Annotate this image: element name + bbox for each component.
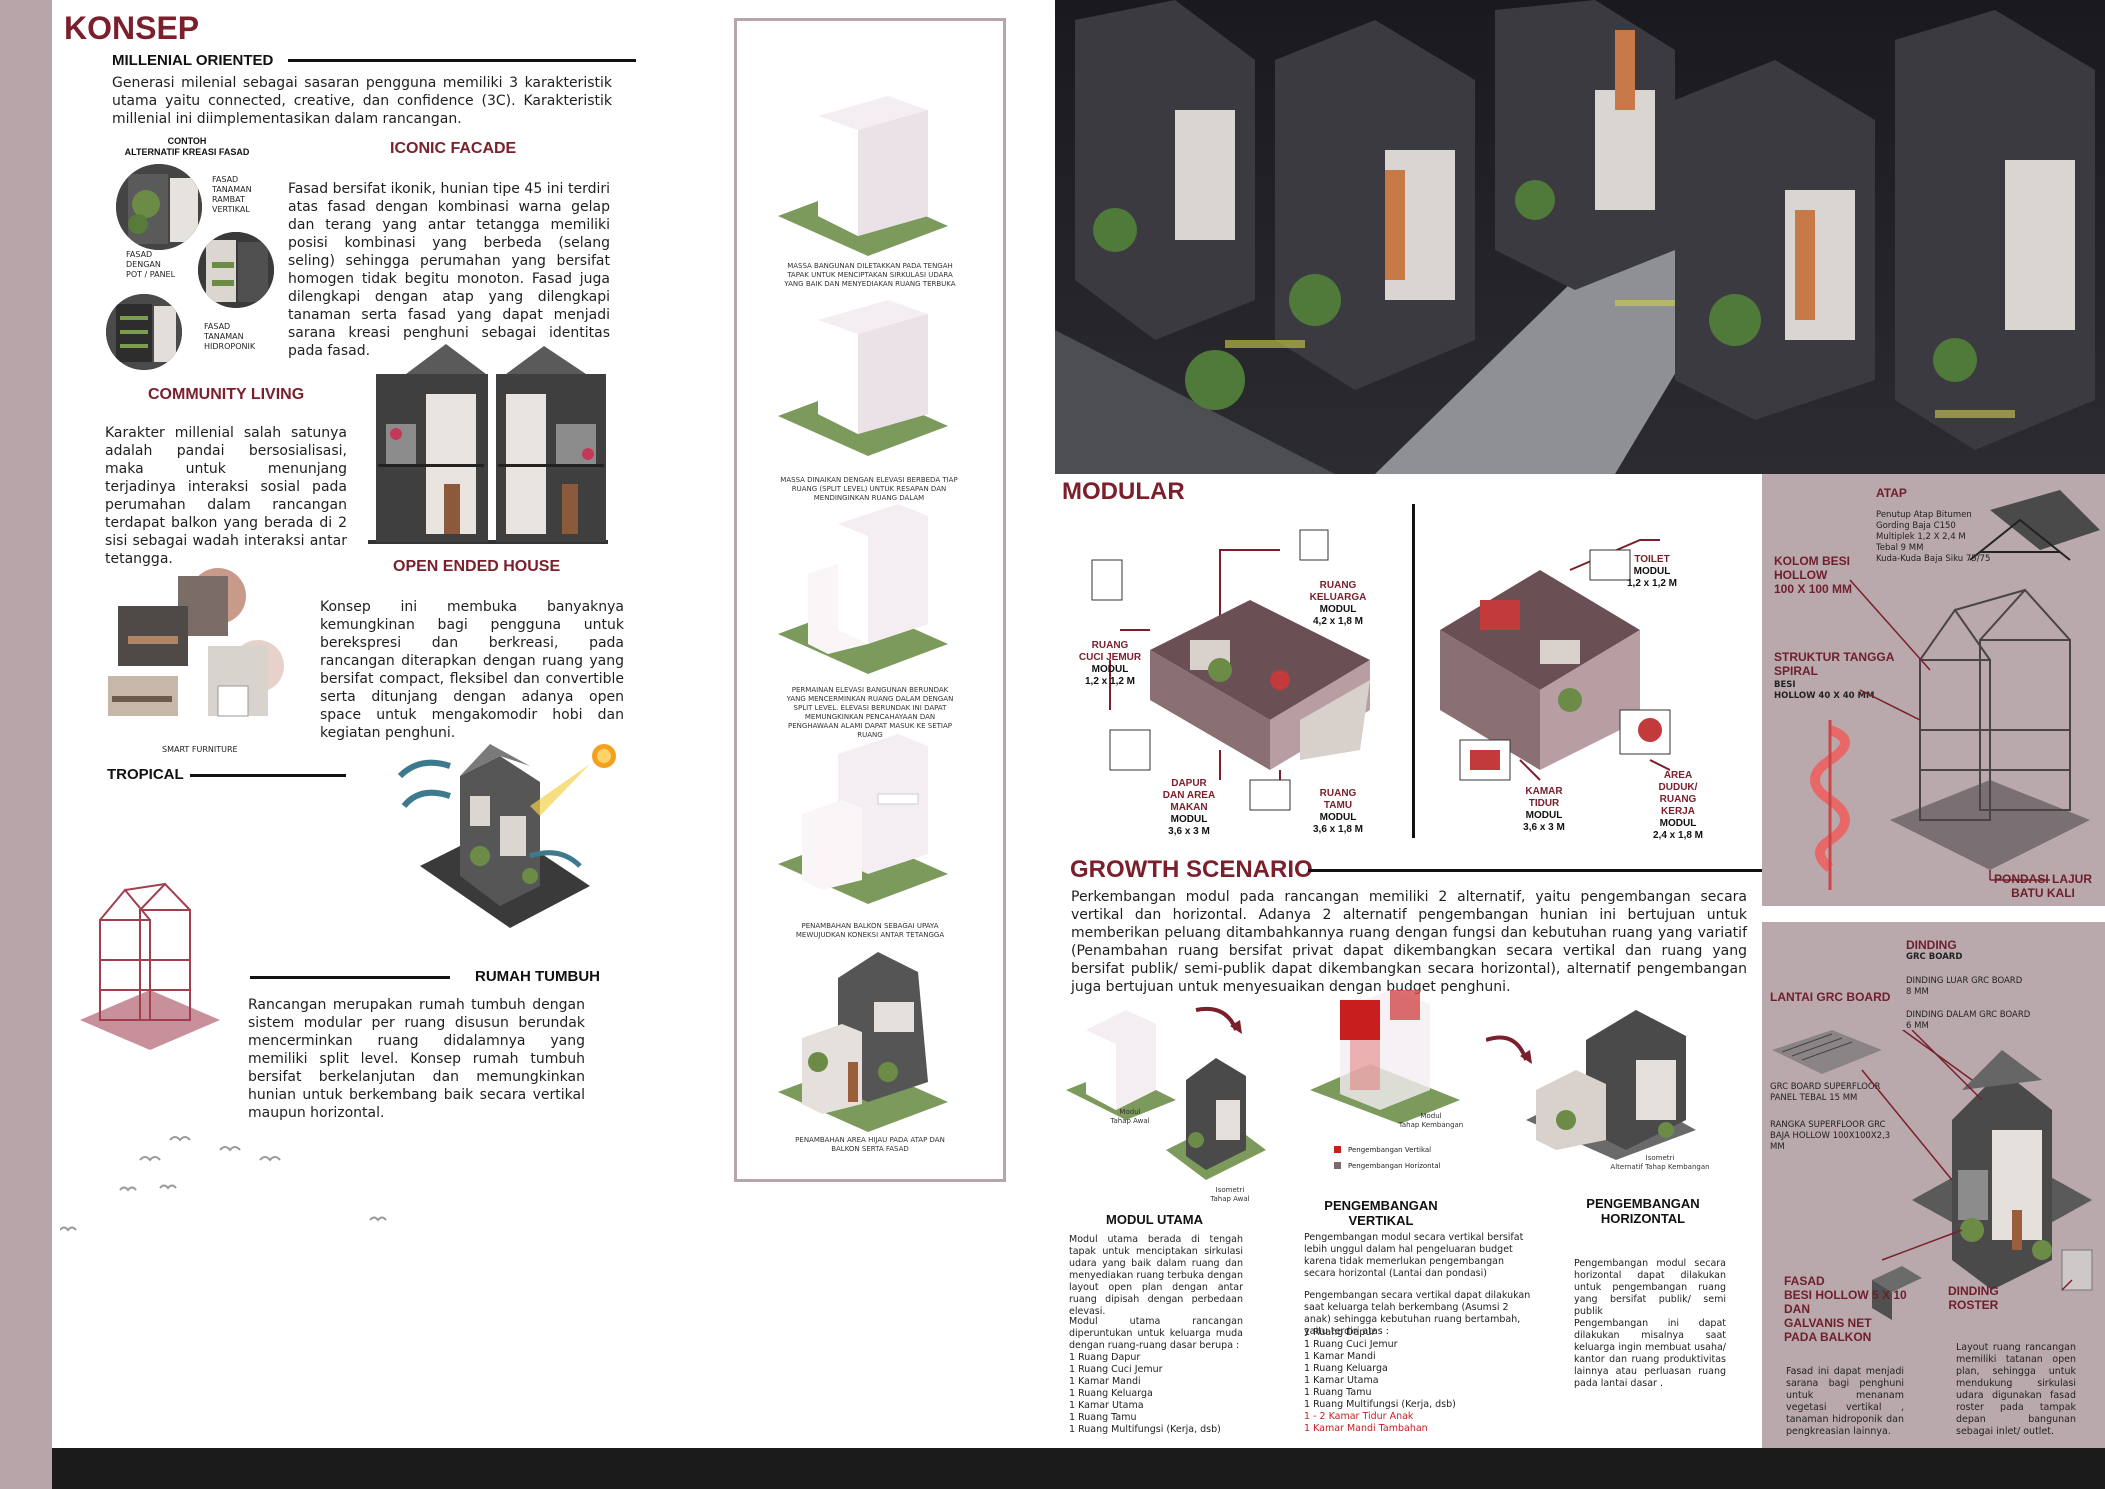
lantai-label: LANTAI GRC BOARD xyxy=(1770,990,1891,1004)
massing-step-4 xyxy=(778,734,948,904)
smart-furniture-collage xyxy=(108,568,284,717)
legend-horizontal-swatch xyxy=(1334,1162,1341,1169)
col2-list: 1 Ruang Dapur 1 Ruang Cuci Jemur 1 Kamar… xyxy=(1304,1327,1456,1434)
modul-dapur: DAPUR DAN AREA MAKAN MODUL 3,6 x 3 M xyxy=(1162,778,1216,837)
community-text: Karakter millenial salah satunya adalah … xyxy=(105,425,347,567)
tropical-isometric-drawing xyxy=(397,744,616,928)
modul-ruang-keluarga: RUANG KELUARGA MODUL 4,2 x 1,8 M xyxy=(1309,580,1367,627)
millenial-heading: MILLENIAL ORIENTED xyxy=(112,52,274,69)
tropical-heading: TROPICAL xyxy=(107,766,184,783)
circle-label-3: FASAD TANAMAN HIDROPONIK xyxy=(204,322,256,351)
circle-label-2: FASAD DENGAN POT / PANEL xyxy=(126,250,176,279)
growth-rule xyxy=(1308,869,1762,872)
growth-label-modul-kembangan: Modul Tahap Kembangan xyxy=(1398,1112,1464,1129)
col2-p1: Pengembangan modul secara vertikal bersi… xyxy=(1304,1232,1524,1279)
fasad-text: Fasad ini dapat menjadi sarana bagi peng… xyxy=(1786,1366,1904,1437)
pondasi-label: PONDASI LAJUR BATU KALI xyxy=(1994,872,2093,900)
structure-frame-drawing xyxy=(1810,490,2100,890)
open-text: Konsep ini membuka banyaknya kemungkinan… xyxy=(320,599,624,741)
birds-decoration xyxy=(60,1136,387,1232)
col1-p2: Modul utama rancangan diperuntukan untuk… xyxy=(1069,1316,1243,1351)
open-heading: OPEN ENDED HOUSE xyxy=(393,558,561,575)
col2-title: PENGEMBANGAN VERTIKAL xyxy=(1324,1198,1438,1228)
growth-label-modul-awal: Modul Tahap Awal xyxy=(1110,1108,1150,1125)
grc-floor-label: GRC BOARD SUPERFLOOR PANEL TEBAL 15 MM xyxy=(1770,1082,1881,1103)
tropical-rule xyxy=(190,774,346,777)
modular-divider xyxy=(1412,504,1415,838)
legend-horizontal: Pengembangan Horizontal xyxy=(1348,1162,1441,1170)
growth-label-iso-alternatif: Isometri Alternatif Tahap Kembangan xyxy=(1610,1154,1710,1171)
modul-ruang-tamu: RUANG TAMU MODUL 3,6 x 1,8 M xyxy=(1312,788,1364,835)
modular-left-iso xyxy=(1091,529,1370,811)
modular-right-iso xyxy=(1440,539,1671,781)
facade-circle-pot-panel xyxy=(198,232,274,308)
bottom-dark-bar xyxy=(52,1448,2105,1489)
community-heading: COMMUNITY LIVING xyxy=(148,386,305,403)
dinding-sub: GRC BOARD xyxy=(1906,952,1963,962)
modul-toilet: TOILET MODUL 1,2 x 1,2 M xyxy=(1626,554,1678,589)
growth-title: GROWTH SCENARIO xyxy=(1070,856,1313,883)
massing-step-2 xyxy=(778,300,948,456)
rumah-text: Rancangan merupakan rumah tumbuh dengan … xyxy=(248,997,585,1121)
tangga-sub: BESI HOLLOW 40 X 40 MM xyxy=(1774,680,1875,701)
col2-p2: Pengembangan secara vertikal dapat dilak… xyxy=(1304,1290,1531,1337)
growth-label-iso-awal: Isometri Tahap Awal xyxy=(1210,1186,1250,1203)
col3-p1: Pengembangan modul secara horizontal dap… xyxy=(1574,1258,1726,1317)
modul-area-duduk: AREA DUDUK/ RUANG KERJA MODUL 2,4 x 1,8 … xyxy=(1652,770,1704,841)
growth-vertical-drawing xyxy=(1310,990,1460,1124)
col3-title: PENGEMBANGAN HORIZONTAL xyxy=(1586,1196,1700,1226)
massing-caption-3: PERMAINAN ELEVASI BANGUNAN BERUNDAK YANG… xyxy=(786,686,954,739)
dinding-dalam: DINDING DALAM GRC BOARD 6 MM xyxy=(1906,1010,2031,1031)
massing-caption-1: MASSA BANGUNAN DILETAKKAN PADA TENGAH TA… xyxy=(784,262,956,288)
tangga-label: STRUKTUR TANGGA SPIRAL xyxy=(1774,650,1895,678)
kolom-label: KOLOM BESI HOLLOW 100 X 100 MM xyxy=(1774,554,1853,596)
mid-gap-strip xyxy=(1035,0,1055,1448)
millenial-text: Generasi milenial sebagai sasaran penggu… xyxy=(112,75,612,127)
massing-step-5 xyxy=(778,952,948,1132)
iconic-heading: ICONIC FACADE xyxy=(390,140,517,157)
col3-p2: Pengembangan ini dapat dilakukan misalny… xyxy=(1574,1318,1726,1389)
growth-initial-drawing xyxy=(1066,1007,1266,1180)
contoh-label: CONTOH ALTERNATIF KREASI FASAD xyxy=(124,136,250,157)
fasad-title: FASAD BESI HOLLOW 5 X 10 DAN GALVANIS NE… xyxy=(1784,1274,1907,1344)
massing-step-1 xyxy=(778,96,948,256)
left-mauve-strip xyxy=(0,0,52,1489)
rumah-heading: RUMAH TUMBUH xyxy=(475,968,600,985)
modular-title: MODULAR xyxy=(1062,478,1185,505)
konsep-title: KONSEP xyxy=(64,10,200,46)
rumah-rule xyxy=(250,976,450,979)
col1-p1: Modul utama berada di tengah tapak untuk… xyxy=(1069,1234,1243,1317)
col1-title: MODUL UTAMA xyxy=(1106,1212,1204,1227)
circle-label-1: FASAD TANAMAN RAMBAT VERTIKAL xyxy=(212,175,252,214)
roster-title: DINDING ROSTER xyxy=(1948,1284,1999,1312)
smart-furniture-label: SMART FURNITURE xyxy=(162,745,238,754)
dinding-title: DINDING xyxy=(1906,938,1957,952)
red-frame-drawing xyxy=(80,882,220,1050)
iconic-text: Fasad bersifat ikonik, hunian tipe 45 in… xyxy=(288,181,610,359)
facade-circle-hydroponic xyxy=(106,294,182,370)
col1-list: 1 Ruang Dapur 1 Ruang Cuci Jemur 1 Kamar… xyxy=(1069,1352,1221,1435)
massing-caption-4: PENAMBAHAN BALKON SEBAGAI UPAYA MEWUJUDK… xyxy=(795,922,945,939)
millenial-rule xyxy=(288,59,636,62)
legend-vertikal: Pengembangan Vertikal xyxy=(1348,1146,1432,1154)
material-house-drawing xyxy=(1772,1030,2093,1320)
growth-text: Perkembangan modul pada rancangan memili… xyxy=(1071,889,1747,995)
dinding-luar: DINDING LUAR GRC BOARD 8 MM xyxy=(1906,976,2023,997)
atap-lines: Penutup Atap Bitumen Gording Baja C150 M… xyxy=(1876,510,1991,564)
atap-title: ATAP xyxy=(1876,486,1907,500)
growth-horizontal-drawing xyxy=(1486,1010,1696,1160)
night-render xyxy=(1055,0,2105,474)
roster-text: Layout ruang rancangan memiliki tatanan … xyxy=(1956,1342,2076,1437)
massing-caption-5: PENAMBAHAN AREA HIJAU PADA ATAP DAN BALK… xyxy=(795,1136,945,1153)
facade-elevation-drawing xyxy=(368,344,608,544)
modul-kamar-tidur: KAMAR TIDUR MODUL 3,6 x 3 M xyxy=(1523,786,1565,833)
modul-ruang-cuci-jemur: RUANG CUCI JEMUR MODUL 1,2 x 1,2 M xyxy=(1078,640,1142,687)
facade-circle-vertical-plants xyxy=(116,164,202,250)
legend-vertikal-swatch xyxy=(1334,1146,1341,1153)
massing-frame xyxy=(734,18,1006,1182)
rangka-label: RANGKA SUPERFLOOR GRC BAJA HOLLOW 100X10… xyxy=(1770,1120,1891,1152)
massing-step-3 xyxy=(778,504,948,674)
massing-caption-2: MASSA DINAIKAN DENGAN ELEVASI BERBEDA TI… xyxy=(780,476,958,502)
